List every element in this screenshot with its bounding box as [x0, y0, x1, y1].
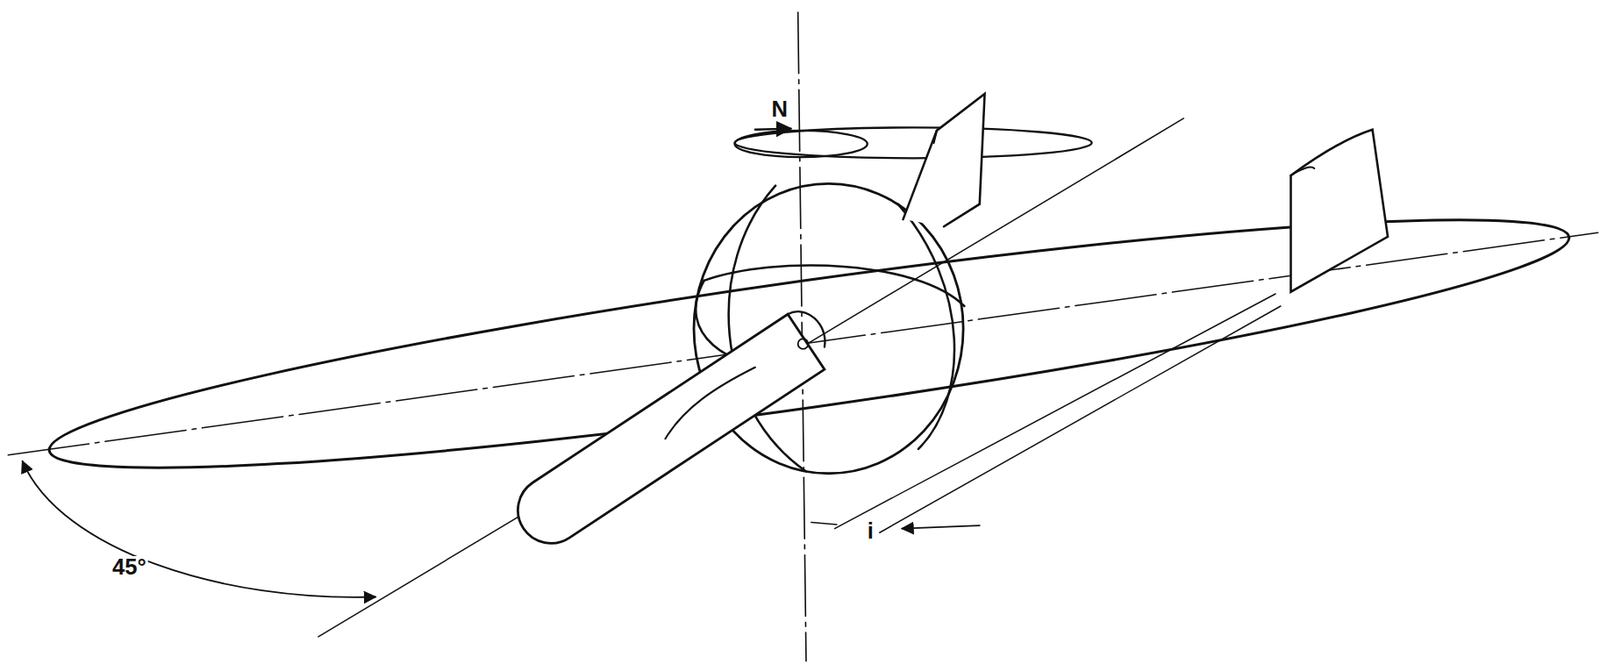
inclination-label: i — [864, 520, 876, 543]
axis-label: N — [769, 98, 790, 122]
angle-label: 45° — [110, 556, 149, 579]
